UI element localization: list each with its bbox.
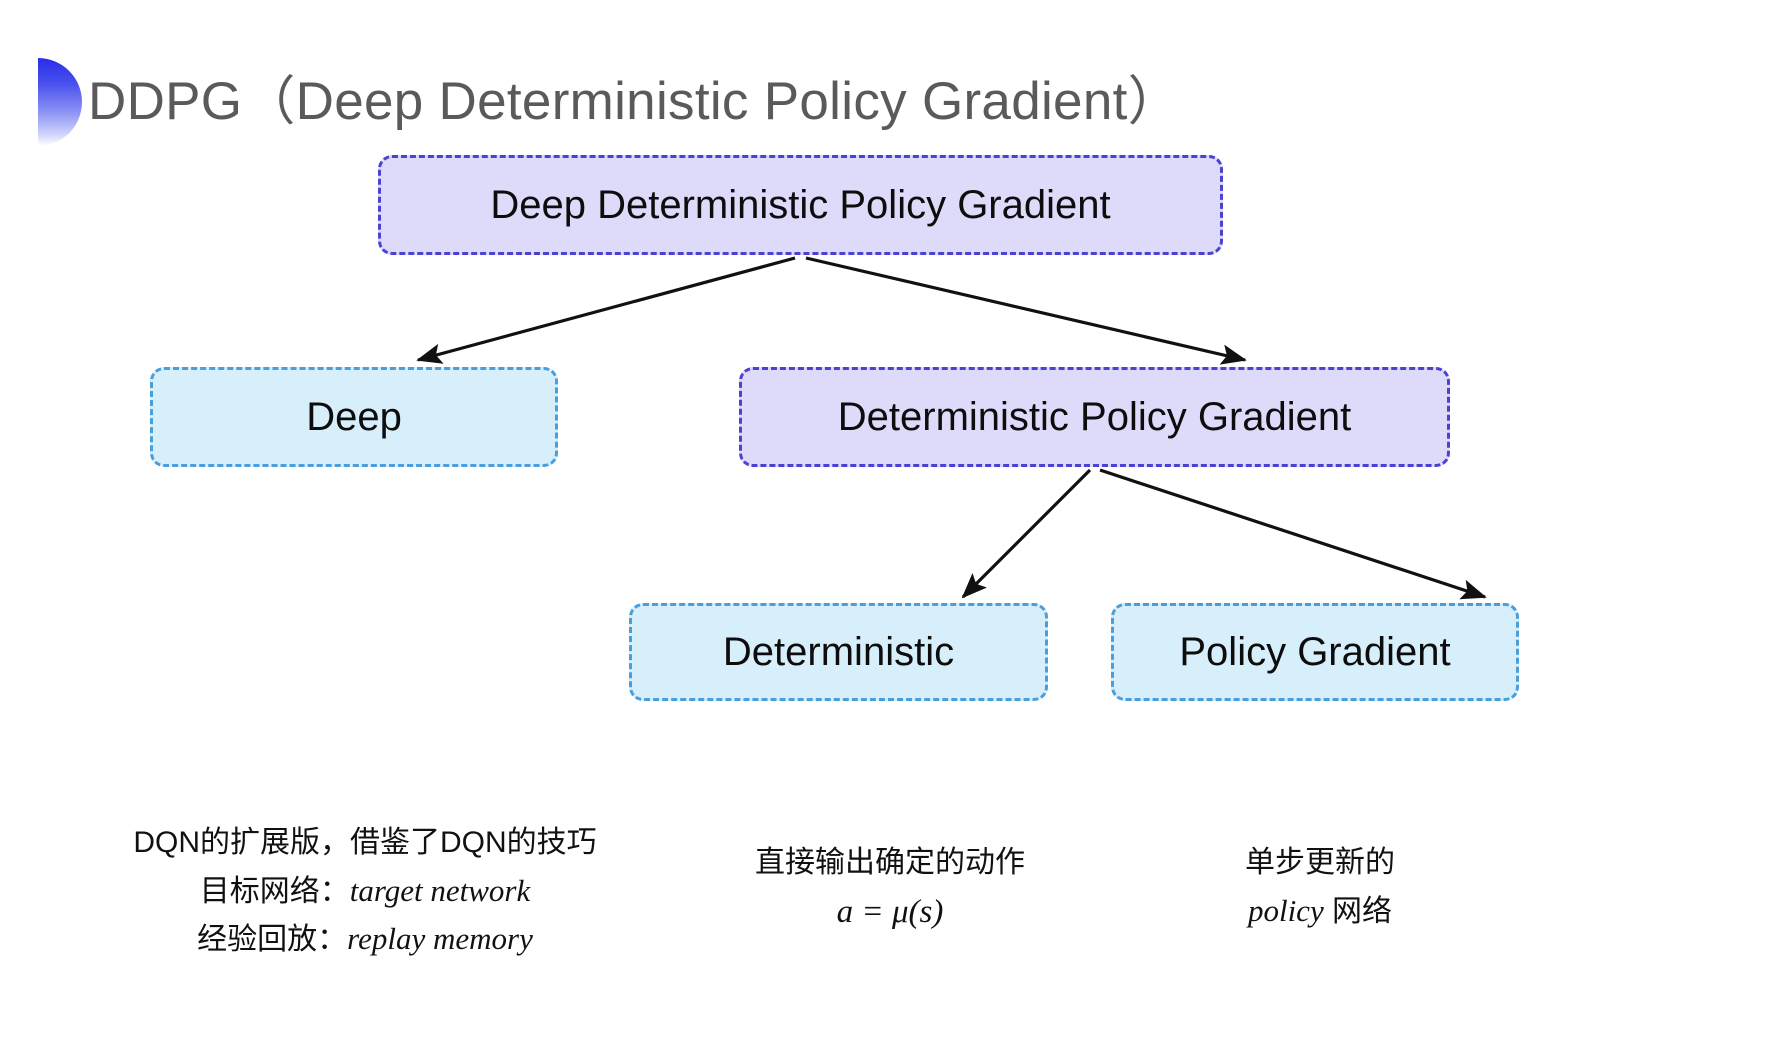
- node-deterministic-policy-gradient[interactable]: Deterministic Policy Gradient: [739, 367, 1450, 467]
- annotation-policy-gradient: 单步更新的 policy 网络: [1140, 840, 1500, 935]
- annotation-deep-line3: 经验回放：replay memory: [80, 915, 650, 964]
- node-deep-deterministic-policy-gradient[interactable]: Deep Deterministic Policy Gradient: [378, 155, 1223, 255]
- node-policy-gradient[interactable]: Policy Gradient: [1111, 603, 1519, 701]
- annotation-policy-gradient-line1: 单步更新的: [1245, 846, 1395, 879]
- annotation-deep-line3-term: replay memory: [347, 921, 533, 956]
- slide-title-bar: DDPG（Deep Deterministic Policy Gradient）: [0, 48, 1400, 158]
- annotation-deep-line2-label: 目标网络：: [199, 874, 350, 908]
- annotation-policy-gradient-suffix: 网络: [1323, 894, 1393, 928]
- annotation-deterministic: 直接输出确定的动作 a = μ(s): [700, 840, 1080, 938]
- node-label: Deep: [306, 394, 402, 439]
- node-label: Deep Deterministic Policy Gradient: [490, 182, 1111, 227]
- node-deterministic[interactable]: Deterministic: [629, 603, 1048, 701]
- annotation-deterministic-line1: 直接输出确定的动作: [755, 846, 1025, 879]
- node-label: Deterministic: [722, 629, 955, 674]
- node-deep[interactable]: Deep: [150, 367, 558, 467]
- annotation-deep-line1: DQN的扩展版，借鉴了DQN的技巧: [133, 826, 597, 859]
- edge-root-to-dpg: [805, 256, 1247, 365]
- title-accent-half-circle-icon: [38, 58, 82, 146]
- node-label: Deterministic Policy Gradient: [837, 394, 1352, 439]
- page-title: DDPG（Deep Deterministic Policy Gradient）: [88, 72, 1181, 131]
- edge-dpg-to-deterministic: [961, 468, 1092, 599]
- edge-dpg-to-policy-gradient: [1099, 468, 1487, 600]
- annotation-policy-gradient-term: policy: [1247, 892, 1324, 928]
- annotation-deterministic-formula: a = μ(s): [836, 893, 944, 930]
- annotation-deep-line2-term: target network: [349, 872, 531, 908]
- edge-root-to-deep: [416, 256, 796, 364]
- node-label: Policy Gradient: [1179, 629, 1451, 674]
- annotation-policy-gradient-line2: policy 网络: [1140, 887, 1500, 936]
- annotation-deep-line3-label: 经验回放：: [197, 923, 348, 956]
- annotation-deep-line2: 目标网络：target network: [80, 867, 650, 916]
- annotation-deep: DQN的扩展版，借鉴了DQN的技巧 目标网络：target network 经验…: [80, 820, 650, 964]
